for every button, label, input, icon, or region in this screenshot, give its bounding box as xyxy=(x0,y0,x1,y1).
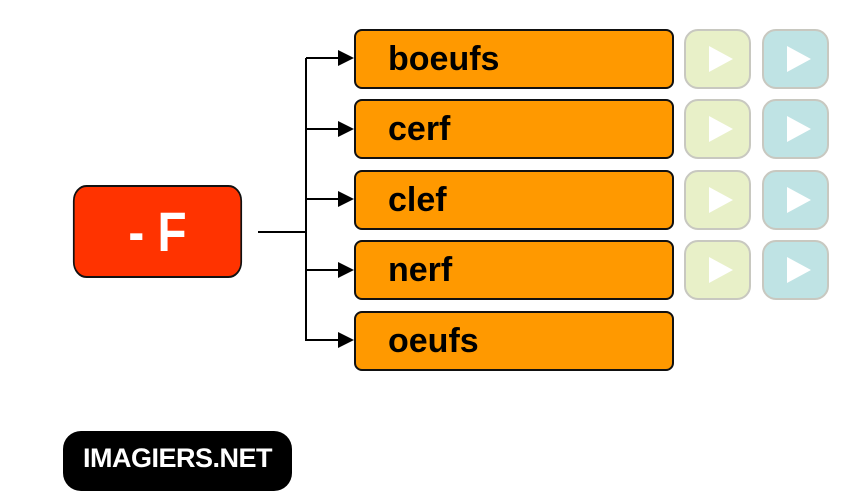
play-icon xyxy=(786,187,811,213)
play-icon xyxy=(708,116,733,142)
word-box-boeufs: boeufs xyxy=(354,29,674,89)
play-icon xyxy=(708,187,733,213)
word-box-nerf: nerf xyxy=(354,240,674,300)
root-suffix-box: - F xyxy=(72,185,243,278)
play-icon xyxy=(708,257,733,283)
connector-lines xyxy=(258,50,354,348)
word-box-cerf: cerf xyxy=(354,99,674,159)
play-icon xyxy=(786,46,811,72)
play-icon xyxy=(786,257,811,283)
word-box-oeufs: oeufs xyxy=(354,311,674,371)
play-icon xyxy=(786,116,811,142)
play-button-cerf-1[interactable] xyxy=(684,99,751,159)
play-button-clef-2[interactable] xyxy=(762,170,829,230)
play-button-cerf-2[interactable] xyxy=(762,99,829,159)
play-button-nerf-2[interactable] xyxy=(762,240,829,300)
play-button-boeufs-1[interactable] xyxy=(684,29,751,89)
word-box-clef: clef xyxy=(354,170,674,230)
play-button-nerf-1[interactable] xyxy=(684,240,751,300)
site-logo: IMAGIERS.NET xyxy=(63,431,292,491)
play-button-boeufs-2[interactable] xyxy=(762,29,829,89)
play-icon xyxy=(708,46,733,72)
play-button-clef-1[interactable] xyxy=(684,170,751,230)
